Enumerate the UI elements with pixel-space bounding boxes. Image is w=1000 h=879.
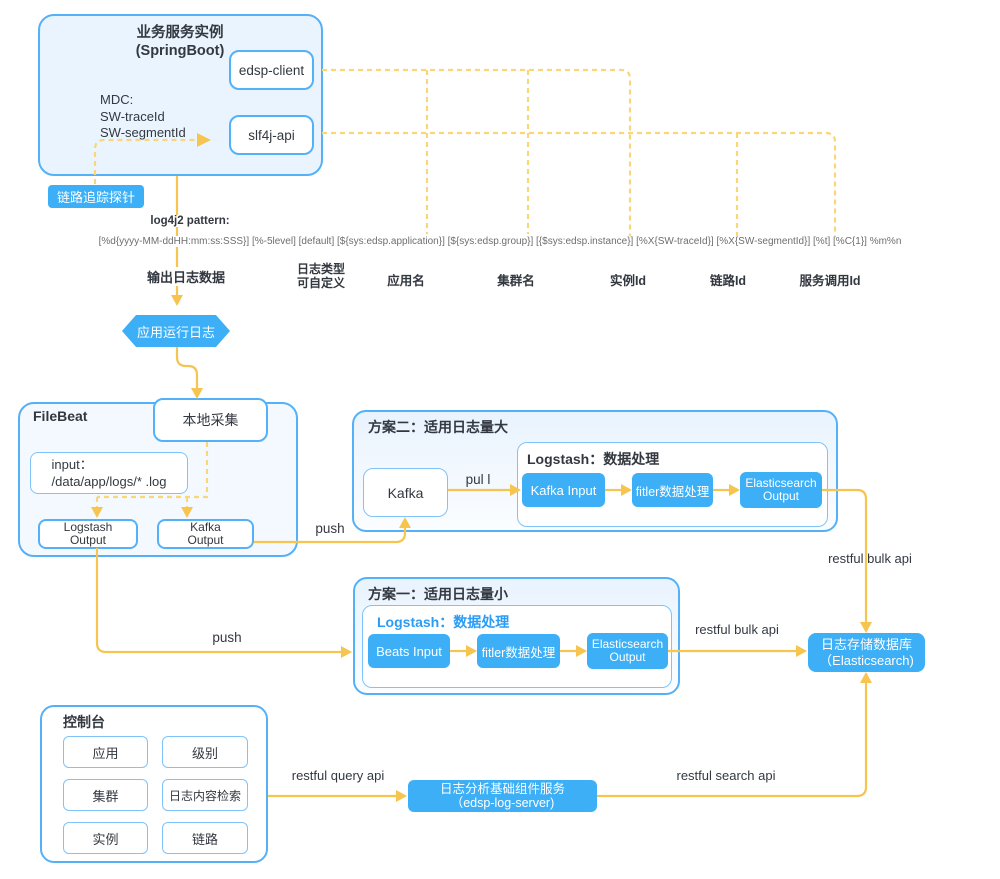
hexagon-arrowhead	[171, 295, 183, 306]
log-storage-line1: 日志存储数据库	[820, 636, 912, 652]
local-collect-box: 本地采集	[153, 398, 268, 442]
springboot-container: 业务服务实例 (SpringBoot) MDC: SW-traceId SW-s…	[38, 14, 323, 176]
console-item-log-search-label: 日志内容检索	[168, 788, 241, 803]
mdc-line1: MDC:	[100, 92, 134, 107]
filebeat-title: FileBeat	[33, 408, 88, 424]
log-type-line1: 日志类型	[296, 262, 345, 276]
log-server-arrowhead	[396, 790, 407, 802]
plan2-es-output-line2: Output	[762, 489, 800, 503]
springboot-title-line2: (SpringBoot)	[135, 43, 225, 59]
storage-left-arrowhead	[796, 645, 807, 657]
plan2-filter-box: fitler数据处理	[632, 473, 713, 507]
storage-bottom-arrowhead	[860, 672, 872, 683]
trace-id-label: 链路Id	[709, 274, 747, 288]
dashed-slf4j-line	[322, 131, 837, 240]
plan2-kafka-input-label: Kafka Input	[530, 482, 597, 498]
springboot-title-line1: 业务服务实例	[136, 25, 224, 41]
log-type-line2: 可自定义	[296, 276, 345, 290]
mdc-text: MDC: SW-traceId SW-segmentId	[100, 92, 186, 142]
plan1-beats-input-box: Beats Input	[368, 634, 450, 668]
kafka-output-line1: Kafka	[190, 519, 221, 534]
plan1-filter-label: fitler数据处理	[481, 645, 556, 660]
plan2-kafka-box: Kafka	[363, 468, 448, 517]
dashed-edsp-client-line	[322, 68, 632, 238]
console-item-level-label: 级别	[191, 745, 218, 761]
cluster-name-label: 集群名	[497, 274, 535, 288]
logstash-output-box: Logstash Output	[38, 519, 138, 549]
log-type-label: 日志类型 可自定义	[293, 262, 349, 290]
service-call-id-label: 服务调用Id	[799, 274, 861, 288]
console-item-cluster: 集群	[63, 779, 148, 811]
plan1-es-output-line1: Elasticsearch	[591, 636, 664, 651]
edsp-client-label: edsp-client	[238, 62, 305, 78]
plan1-logstash-title: Logstash：数据处理	[377, 614, 510, 630]
springboot-title: 业务服务实例 (SpringBoot)	[80, 24, 280, 60]
log-server-box: 日志分析基础组件服务 （edsp-log-server)	[408, 780, 597, 812]
kafka-output-box: Kafka Output	[157, 519, 254, 549]
output-log-label: 输出日志数据	[134, 267, 238, 286]
mdc-line2: SW-traceId	[100, 108, 165, 124]
slf4j-api-label: slf4j-api	[248, 127, 295, 143]
console-item-trace: 链路	[162, 822, 248, 854]
trace-probe-label: 链路追踪探针	[48, 185, 144, 208]
plan2-es-output-line1: Elasticsearch	[745, 475, 817, 490]
push-bottom-label: push	[212, 630, 242, 645]
pull-label: pul l	[465, 472, 491, 487]
instance-id-label: 实例Id	[609, 274, 647, 288]
beats-arrowhead	[341, 646, 352, 658]
hexagon-to-collect-line	[175, 347, 199, 389]
app-running-log-hexagon: 应用运行日志	[122, 315, 230, 347]
slf4j-api-box: slf4j-api	[229, 115, 314, 155]
filebeat-input-line1: input：	[51, 457, 93, 472]
bulk-api-mid-label: restful bulk api	[695, 622, 779, 637]
mdc-line3: SW-segmentId	[100, 125, 186, 140]
kafka-output-line2: Output	[187, 533, 224, 547]
search-api-label: restful search api	[676, 768, 776, 783]
log4j2-pattern-text: [%d{yyyy-MM-ddHH:mm:ss:SSS}] [%-5level] …	[30, 236, 970, 247]
log-server-line2: （edsp-log-server)	[450, 796, 555, 810]
plan2-filter-label: fitler数据处理	[635, 484, 710, 499]
logstash-output-line1: Logstash	[63, 519, 113, 534]
filebeat-input-box: input： /data/app/logs/* .log	[30, 452, 188, 494]
console-item-app-label: 应用	[92, 745, 119, 761]
plan1-es-output-box: Elasticsearch Output	[587, 633, 668, 669]
app-name-label: 应用名	[387, 274, 425, 288]
log-storage-line2: （Elasticsearch)	[819, 652, 914, 668]
filebeat-input-line2: /data/app/logs/* .log	[51, 474, 167, 489]
plan2-logstash-title: Logstash：数据处理	[527, 451, 660, 467]
log-server-line1: 日志分析基础组件服务	[439, 781, 565, 796]
plan1-filter-box: fitler数据处理	[477, 634, 560, 668]
plan2-kafka-label: Kafka	[387, 484, 424, 501]
plan2-kafka-input-box: Kafka Input	[522, 473, 605, 507]
edsp-client-box: edsp-client	[229, 50, 314, 90]
console-item-level: 级别	[162, 736, 248, 768]
plan2-title: 方案二：适用日志量大	[368, 419, 508, 435]
plan1-es-output-line2: Output	[609, 650, 646, 664]
local-collect-label: 本地采集	[182, 412, 239, 428]
console-item-app: 应用	[63, 736, 148, 768]
console-item-instance-label: 实例	[92, 831, 119, 847]
plan1-title: 方案一：适用日志量小	[368, 586, 508, 602]
plan1-beats-input-label: Beats Input	[376, 643, 442, 659]
plan2-es-output-box: Elasticsearch Output	[740, 472, 822, 508]
console-title: 控制台	[63, 714, 105, 730]
storage-top-arrowhead	[860, 622, 872, 633]
logstash-output-line2: Output	[69, 533, 106, 547]
bulk-api-right-label: restful bulk api	[828, 551, 912, 566]
console-item-log-search: 日志内容检索	[162, 779, 248, 811]
log-storage-box: 日志存储数据库 （Elasticsearch)	[808, 633, 925, 672]
log4j2-pattern-label: log4j2 pattern:	[138, 215, 242, 227]
console-item-cluster-label: 集群	[92, 788, 119, 804]
console-item-trace-label: 链路	[191, 831, 218, 847]
trace-probe-text: 链路追踪探针	[56, 190, 135, 205]
push-top-label: push	[315, 521, 345, 536]
app-running-log-text: 应用运行日志	[136, 324, 215, 340]
query-api-label: restful query api	[291, 768, 385, 783]
console-item-instance: 实例	[63, 822, 148, 854]
